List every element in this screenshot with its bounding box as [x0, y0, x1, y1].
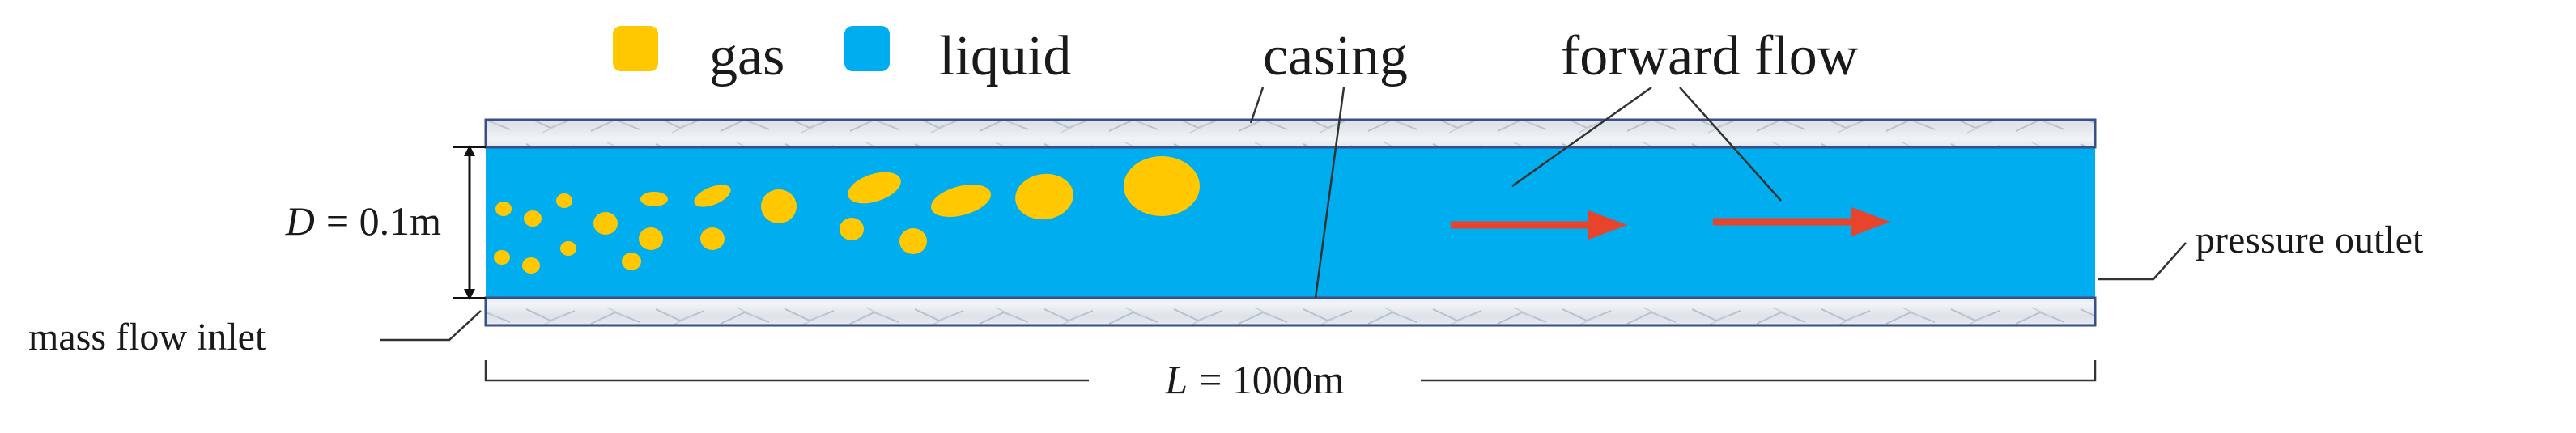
casing-label: casing — [1263, 25, 1408, 87]
diameter-value: = 0.1m — [326, 198, 441, 244]
gas-bubble-icon — [931, 185, 991, 217]
pressure-outlet-label: pressure outlet — [2196, 219, 2424, 261]
gas-bubble-icon — [524, 210, 542, 227]
mass-flow-inlet-label: mass flow inlet — [28, 316, 266, 359]
legend: gas liquid — [613, 25, 1071, 87]
diameter-label: D= 0.1m — [285, 198, 441, 244]
length-value: = 1000m — [1199, 357, 1345, 402]
flow-arrow-icon — [1713, 207, 1890, 236]
legend-item-gas: gas — [613, 25, 784, 87]
gas-bubble-icon — [495, 202, 512, 216]
casing-leader-bottom — [1314, 87, 1345, 299]
pipe — [484, 118, 2097, 327]
gas-bubble-icon — [494, 250, 510, 265]
length-symbol: L — [1164, 357, 1188, 402]
gas-bubble-icon — [556, 193, 572, 208]
gas-bubble-icon — [640, 192, 668, 206]
bottom-casing — [484, 296, 2097, 327]
mass-flow-inlet-leader — [380, 310, 482, 342]
gas-bubble-icon — [700, 227, 725, 250]
gas-bubble-icon — [593, 212, 618, 235]
flow-arrow-icon — [1451, 210, 1627, 240]
gas-bubble-icon — [1124, 156, 1200, 216]
gas-bubble-icon — [639, 227, 663, 250]
gas-swatch — [613, 26, 658, 71]
pressure-outlet-leader — [2098, 242, 2187, 281]
liquid-swatch — [844, 26, 890, 71]
top-casing — [484, 118, 2097, 149]
forward-flow-leader-2 — [1679, 87, 1782, 202]
forward-flow-label: forward flow — [1561, 25, 1859, 87]
legend-label-gas: gas — [709, 25, 784, 87]
diameter-dimension: D= 0.1m — [285, 145, 486, 300]
leader-lines — [380, 86, 2187, 342]
length-bracket-right — [1421, 360, 2097, 382]
length-label: L= 1000m — [1164, 357, 1345, 402]
forward-flow-leader-1 — [1511, 86, 1652, 188]
gas-bubble-icon — [1015, 173, 1073, 220]
flow-arrows — [1451, 207, 1890, 240]
gas-bubble-icon — [840, 218, 864, 240]
gas-bubble-icon — [899, 228, 927, 254]
legend-item-liquid: liquid — [844, 25, 1071, 87]
legend-label-liquid: liquid — [939, 25, 1071, 87]
diameter-symbol: D — [285, 198, 315, 244]
casing-leader-top — [1249, 87, 1265, 124]
gas-bubble-icon — [560, 241, 576, 256]
length-dimension — [484, 360, 2097, 382]
length-bracket-left — [484, 360, 1089, 382]
gas-bubble-icon — [848, 172, 901, 204]
gas-bubble-icon — [694, 185, 731, 207]
gas-bubble-icon — [522, 257, 540, 274]
gas-bubbles — [494, 156, 1200, 274]
gas-bubble-icon — [761, 189, 797, 223]
gas-bubble-icon — [622, 253, 641, 270]
